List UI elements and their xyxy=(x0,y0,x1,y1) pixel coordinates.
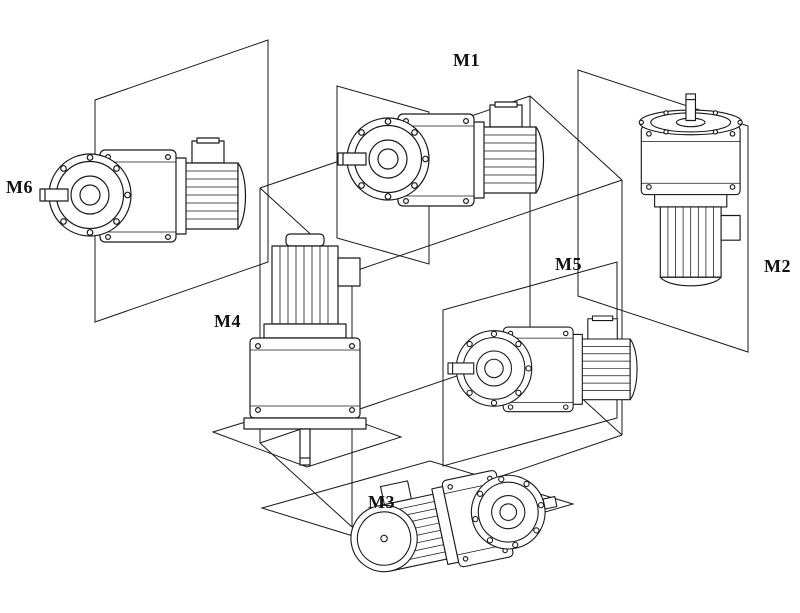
label-m3: M3 xyxy=(368,492,395,512)
label-m2: M2 xyxy=(764,256,791,276)
mounting-plane-m6 xyxy=(94,39,269,323)
gearmotor-m4-illustration xyxy=(243,233,367,466)
gearmotor-m5-illustration xyxy=(447,315,638,413)
label-m6: M6 xyxy=(6,177,33,197)
gearmotor-m2-illustration xyxy=(638,93,743,287)
gearmotor-m6-illustration xyxy=(39,137,247,243)
gearmotor-m3-illustration xyxy=(340,451,566,590)
gearmotor-m1-illustration xyxy=(337,101,545,207)
mounting-plane-m5 xyxy=(442,261,618,467)
mounting-plane-m1 xyxy=(336,85,430,265)
label-m5: M5 xyxy=(555,254,582,274)
label-m1: M1 xyxy=(453,50,480,70)
label-m4: M4 xyxy=(214,311,241,331)
